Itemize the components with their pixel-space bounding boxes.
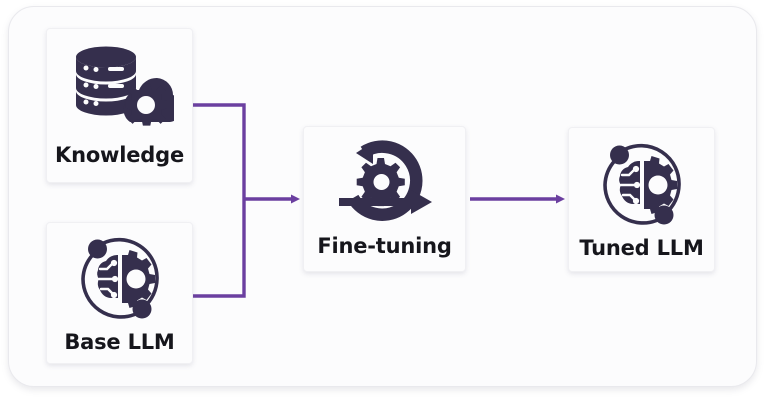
node-knowledge-label: Knowledge [55,143,184,167]
node-base-llm[interactable]: Base LLM [46,222,193,364]
node-knowledge[interactable]: Knowledge [46,28,193,183]
node-tuned-llm[interactable]: Tuned LLM [568,127,715,272]
brain-gear-orbit-icon [72,233,168,325]
node-finetuning-label: Fine-tuning [317,234,452,258]
database-stack-cloud-gear-icon [66,44,182,136]
node-tuned-llm-label: Tuned LLM [579,236,704,260]
node-base-llm-label: Base LLM [64,329,175,354]
brain-gear-orbit-icon [594,139,690,231]
node-finetuning[interactable]: Fine-tuning [303,126,466,272]
iteration-loop-gear-arrow-icon [333,140,437,228]
